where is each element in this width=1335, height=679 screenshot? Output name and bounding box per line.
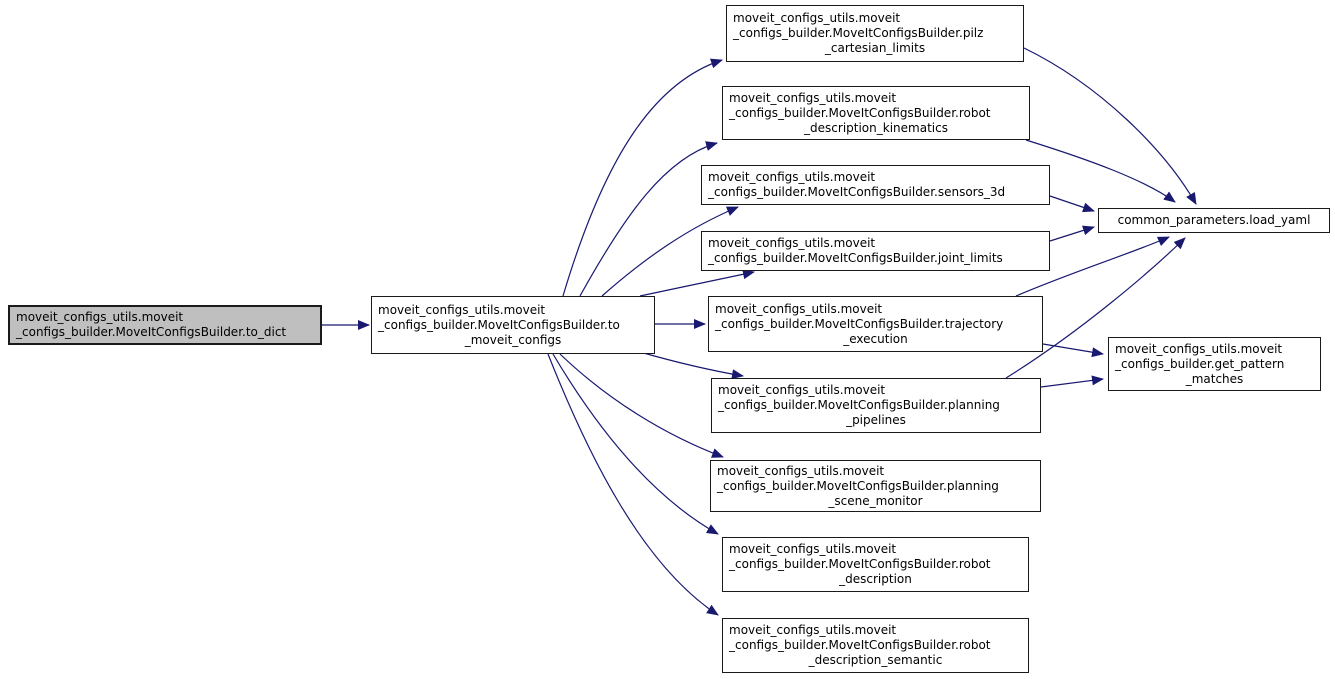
node-label-line: moveit_configs_utils.moveit	[1115, 341, 1283, 356]
node-robot-description-kinematics[interactable]: moveit_configs_utils.moveit _configs_bui…	[722, 86, 1030, 140]
node-planning-scene-monitor[interactable]: moveit_configs_utils.moveit _configs_bui…	[710, 460, 1041, 512]
node-label-line: moveit_configs_utils.moveit	[708, 236, 876, 250]
edge-planning-pipelines-get-pattern-matches	[1040, 375, 1104, 388]
node-label-line: moveit_configs_utils.moveit	[729, 90, 897, 105]
edge-to-moveit-configs-joint-limits	[639, 269, 755, 297]
node-label-line: moveit_configs_utils.moveit	[729, 542, 897, 556]
edge-to-moveit-configs-robot-description	[552, 353, 719, 535]
node-label-line: _cartesian_limits	[824, 41, 926, 55]
node-label-line: moveit_configs_utils.moveit	[733, 11, 901, 25]
node-sensors-3d[interactable]: moveit_configs_utils.moveit _configs_bui…	[701, 165, 1050, 205]
node-label-line: _moveit_configs	[464, 332, 562, 347]
node-label-line: _description_kinematics	[804, 120, 948, 135]
node-label-line: _scene_monitor	[828, 493, 923, 508]
node-label-line: _configs_builder.MoveItConfigsBuilder.pi…	[733, 26, 984, 40]
node-label-line: moveit_configs_utils.moveit	[16, 310, 184, 324]
node-label-line: _configs_builder.MoveItConfigsBuilder.ro…	[729, 557, 991, 571]
node-label-line: _pipelines	[846, 413, 906, 427]
edge-to-moveit-configs-planning-pipelines	[639, 351, 744, 380]
node-robot-description-semantic[interactable]: moveit_configs_utils.moveit _configs_bui…	[722, 618, 1029, 673]
edge-trajectory-execution-get-pattern-matches	[1042, 343, 1104, 358]
node-label-line: _configs_builder.MoveItConfigsBuilder.se…	[708, 185, 1006, 199]
edge-to-moveit-configs-pilz-cartesian-limits	[562, 58, 723, 297]
edge-joint-limits-load-yaml	[1049, 225, 1095, 242]
node-label-line: moveit_configs_utils.moveit	[378, 302, 546, 317]
node-label-line: _configs_builder.MoveItConfigsBuilder.ro…	[729, 105, 991, 120]
node-trajectory-execution[interactable]: moveit_configs_utils.moveit _configs_bui…	[708, 296, 1043, 352]
node-label-line: _configs_builder.MoveItConfigsBuilder.tr…	[715, 316, 1004, 331]
node-to-dict[interactable]: moveit_configs_utils.moveit _configs_bui…	[8, 305, 322, 345]
node-label-line: _configs_builder.MoveItConfigsBuilder.ro…	[729, 638, 991, 652]
node-label-line: moveit_configs_utils.moveit	[715, 301, 883, 316]
node-to-moveit-configs[interactable]: moveit_configs_utils.moveit _configs_bui…	[371, 296, 655, 354]
node-robot-description[interactable]: moveit_configs_utils.moveit _configs_bui…	[722, 537, 1029, 592]
node-label-line: _configs_builder.MoveItConfigsBuilder.to	[378, 317, 620, 332]
node-label-line: _description	[839, 572, 912, 586]
node-label-line: _configs_builder.MoveItConfigsBuilder.jo…	[708, 251, 1003, 265]
edge-trajectory-execution-load-yaml	[1015, 236, 1170, 297]
node-pilz-cartesian-limits[interactable]: moveit_configs_utils.moveit _configs_bui…	[726, 5, 1024, 62]
edge-to-moveit-configs-robot-description-semantic	[547, 353, 719, 616]
node-label-line: _configs_builder.MoveItConfigsBuilder.pl…	[718, 398, 1000, 412]
node-load-yaml[interactable]: common_parameters.load_yaml	[1098, 208, 1330, 233]
edge-to-moveit-configs-robot-description-kinematics	[579, 141, 718, 297]
node-joint-limits[interactable]: moveit_configs_utils.moveit _configs_bui…	[701, 231, 1050, 271]
node-label-line: _configs_builder.get_pattern	[1115, 356, 1285, 371]
edge-robot-description-kinematics-load-yaml	[1025, 139, 1176, 203]
node-label-line: moveit_configs_utils.moveit	[717, 463, 885, 478]
edge-sensors-3d-load-yaml	[1049, 195, 1095, 213]
node-label-line: _execution	[843, 331, 908, 346]
node-label-line: _configs_builder.MoveItConfigsBuilder.pl…	[717, 478, 999, 493]
edge-planning-pipelines-load-yaml	[1005, 237, 1186, 379]
node-label-line: _configs_builder.MoveItConfigsBuilder.to…	[16, 325, 287, 339]
node-label-line: _matches	[1185, 371, 1244, 386]
node-planning-pipelines[interactable]: moveit_configs_utils.moveit _configs_bui…	[711, 378, 1041, 433]
node-label-line: moveit_configs_utils.moveit	[708, 170, 876, 184]
node-label-line: _description_semantic	[808, 653, 943, 667]
node-label-line: moveit_configs_utils.moveit	[729, 623, 897, 637]
node-get-pattern-matches[interactable]: moveit_configs_utils.moveit _configs_bui…	[1108, 337, 1321, 391]
edge-to-moveit-configs-planning-scene-monitor	[559, 353, 724, 458]
edge-pilz-cartesian-limits-load-yaml	[1023, 47, 1197, 205]
edge-to-moveit-configs-sensors-3d	[601, 206, 739, 297]
node-label-line: moveit_configs_utils.moveit	[718, 383, 886, 397]
node-label-line: common_parameters.load_yaml	[1117, 213, 1311, 227]
